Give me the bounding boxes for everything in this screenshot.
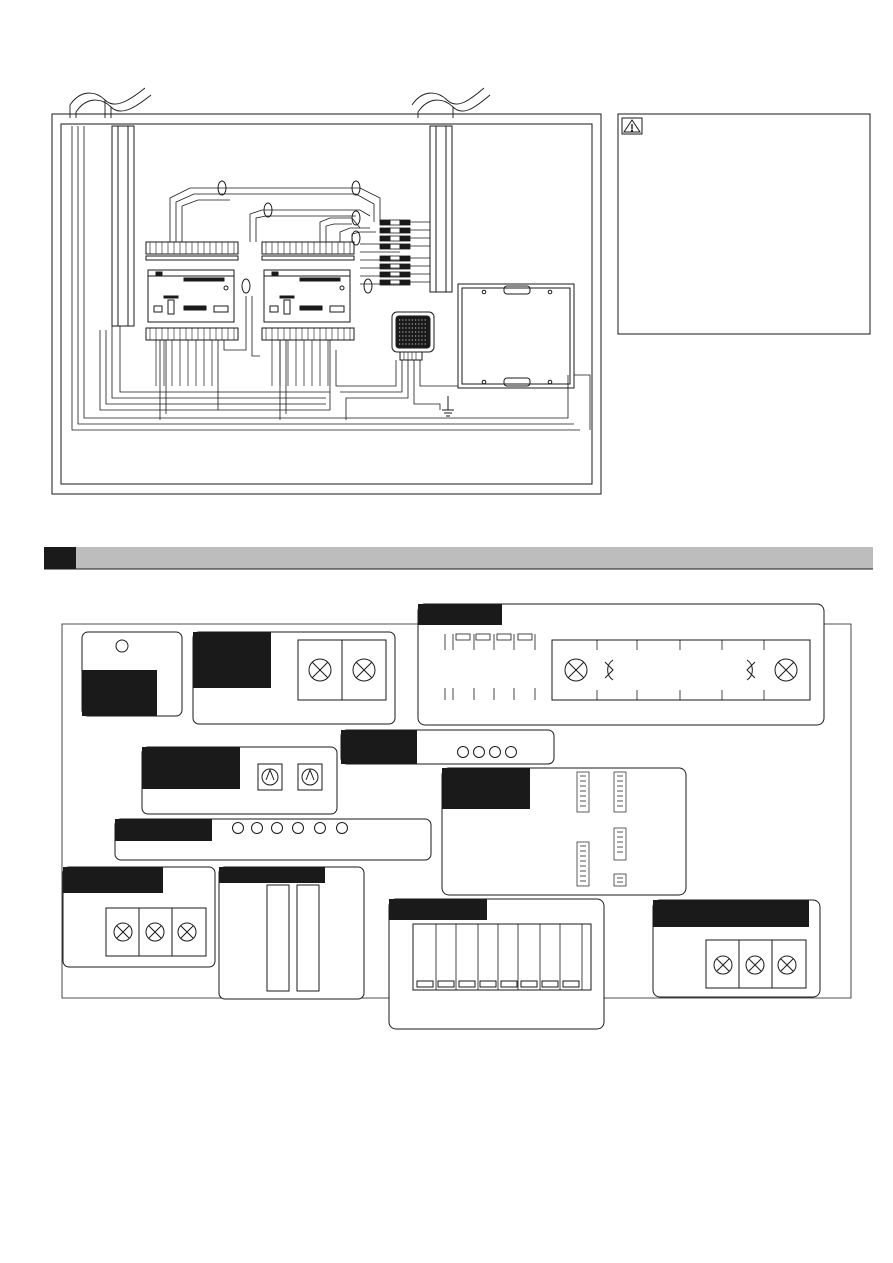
control-panel-layout [61, 603, 852, 1030]
wire-bundle [71, 126, 591, 431]
relay-slot [520, 980, 538, 988]
circuit-board [263, 269, 351, 323]
callout-fuses-lamps [417, 603, 825, 726]
indicator-lamp-icon [713, 955, 733, 975]
callout-leds-four [340, 729, 555, 765]
led-icon [505, 746, 517, 758]
label-block [653, 900, 809, 927]
cable-entry-left [69, 87, 152, 118]
led-icon [457, 746, 469, 758]
relay-slot [416, 980, 434, 988]
enclosure-outer [51, 113, 602, 495]
led-icon [271, 822, 283, 834]
dip-switch-icon [613, 771, 627, 813]
buzzer-module [391, 311, 435, 361]
led-icon [314, 822, 326, 834]
callout-power-indicator [81, 631, 183, 717]
section-header [44, 547, 873, 570]
indicator-lamp-icon [177, 922, 197, 942]
callout-rotary-switches [141, 746, 338, 815]
label-block [389, 899, 487, 920]
fuse-holders [379, 219, 430, 286]
indicator-lamp-icon [308, 658, 332, 682]
power-unit [457, 283, 575, 389]
relay-slot [500, 980, 518, 988]
warning-triangle-icon [621, 117, 643, 135]
dip-switch-icon [576, 841, 590, 887]
relay-slot [479, 980, 497, 988]
rotary-switch-icon [297, 763, 323, 791]
section-number-block [44, 547, 76, 569]
callout-dip-switches [441, 767, 687, 896]
circuit-board [147, 269, 235, 323]
callout-lamps-three-right [652, 899, 821, 998]
indicator-lamp-icon [774, 658, 798, 682]
callout-lamps-three-left [62, 866, 216, 968]
wiring-diagram [51, 87, 602, 495]
indicator-lamp-icon [352, 658, 376, 682]
cable-clamp [217, 180, 373, 294]
rotary-switch-icon [257, 763, 283, 791]
slot [266, 884, 290, 992]
indicator-lamp-icon [564, 658, 588, 682]
dip-switch-icon [576, 771, 590, 813]
section-header-bar [76, 547, 873, 569]
label-block [193, 632, 271, 688]
indicator-lamp-icon [113, 922, 133, 942]
enclosure-inner [60, 123, 593, 485]
label-block [115, 819, 212, 841]
led-icon [489, 746, 501, 758]
relay-slot [437, 980, 455, 988]
led-icon [336, 822, 348, 834]
relay-slot [458, 980, 476, 988]
control-board-1 [145, 241, 239, 386]
partial-lamp-icon [746, 659, 756, 681]
fuse-slots [444, 633, 536, 700]
indicator-lamp-icon [745, 955, 765, 975]
dip-switch-icon [613, 873, 627, 887]
callout-leds-six [114, 818, 432, 861]
led-icon [232, 822, 244, 834]
slot [296, 884, 320, 992]
lamp-strip [551, 639, 811, 701]
ground-icon [442, 396, 454, 417]
led-icon [292, 822, 304, 834]
dip-switch-icon [613, 827, 627, 861]
label-block [442, 768, 530, 809]
led-icon [251, 822, 263, 834]
led-icon [473, 746, 485, 758]
label-block [142, 747, 240, 789]
relay-slot [562, 980, 580, 988]
relay-slot [541, 980, 559, 988]
power-lamp [115, 639, 129, 653]
cable-duct-right [429, 125, 453, 293]
partial-lamp-icon [604, 659, 614, 681]
cable-entry-right [411, 87, 491, 118]
callout-relay-bank [388, 898, 605, 1030]
label-block [82, 670, 157, 716]
label-block [341, 730, 417, 764]
control-board-2 [261, 241, 355, 386]
callout-vertical-slots [218, 866, 365, 1000]
label-block [63, 867, 163, 893]
cable-duct-left [111, 125, 135, 327]
callout-lamps-two [192, 631, 396, 725]
indicator-lamp-icon [145, 922, 165, 942]
label-block [219, 867, 325, 883]
warning-box [617, 113, 871, 335]
indicator-lamp-icon [777, 955, 797, 975]
label-block [418, 604, 502, 625]
